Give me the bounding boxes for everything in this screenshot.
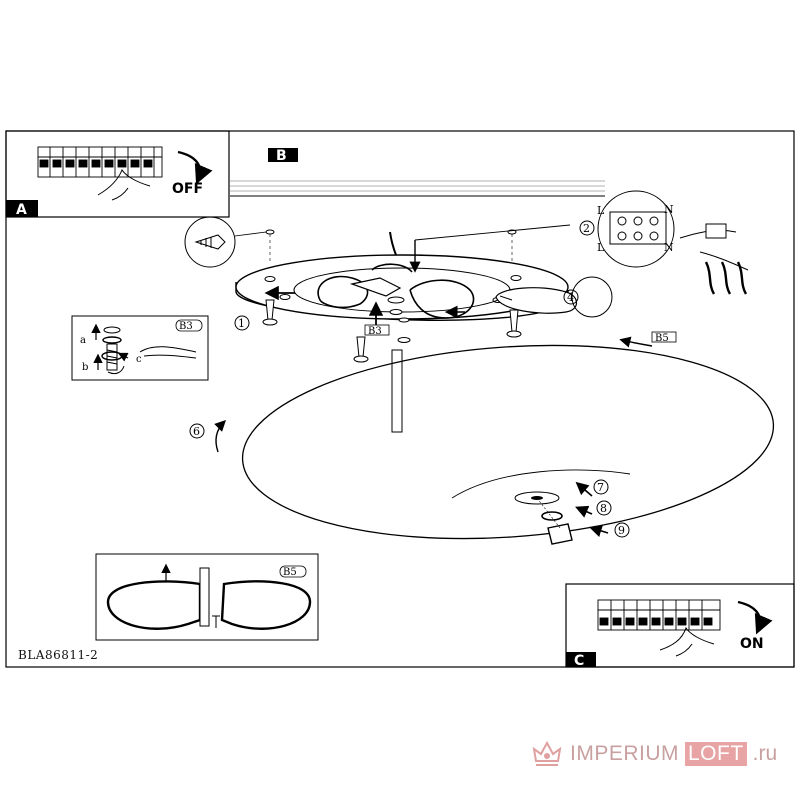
terminal-top-l: L — [597, 204, 605, 217]
b3-label-c: c — [136, 354, 142, 365]
panel-c: C ON — [565, 583, 795, 669]
step-3-ref: B3 — [368, 326, 382, 337]
off-label: OFF — [172, 181, 203, 197]
hand-icon — [97, 168, 151, 201]
watermark-tld: .ru — [752, 742, 778, 765]
breaker-row-on — [597, 599, 721, 631]
step-6: 6 — [193, 425, 200, 438]
step-9: 9 — [618, 524, 625, 537]
terminal-block-callout: L N L N — [597, 190, 749, 295]
on-arrow-icon — [737, 600, 773, 635]
panel-a: A OFF — [5, 130, 230, 218]
b3-label-b: b — [82, 362, 88, 373]
watermark-brand-boxed: LOFT — [685, 742, 747, 766]
step-1: 1 — [238, 317, 245, 330]
on-label: ON — [740, 636, 764, 652]
panel-c-label-box — [566, 652, 596, 667]
b3-label-a: a — [80, 335, 86, 346]
breaker-row-off — [37, 146, 163, 178]
step-markers: 1 2 B3 4 B5 6 — [189, 220, 677, 439]
panel-b-label-box — [268, 148, 298, 162]
detail-b5-ref: B5 — [283, 567, 297, 578]
crown-logo-icon — [532, 740, 562, 766]
terminal-bottom-n: N — [664, 241, 674, 254]
step-8: 8 — [600, 502, 607, 515]
screw-icon — [262, 299, 522, 363]
panel-a-label: A — [16, 202, 27, 218]
model-code: BLA86811-2 — [18, 648, 99, 662]
bulb-icon — [495, 276, 613, 318]
terminal-top-n: N — [664, 203, 674, 216]
step-4: 4 — [567, 291, 574, 304]
terminal-bottom-l: L — [597, 241, 605, 254]
watermark: IMPERIUM LOFT .ru — [530, 736, 777, 772]
base-plate — [235, 254, 569, 321]
detail-b3: B3 a b c — [71, 315, 209, 381]
ceiling-hatch — [230, 180, 605, 197]
panel-b-label: B — [276, 148, 287, 164]
step-7: 7 — [597, 481, 604, 494]
outer-frame — [5, 130, 795, 668]
panel-a-label-box — [6, 200, 38, 217]
wall-plug-callout — [184, 216, 267, 268]
step-5-ref: B5 — [655, 333, 669, 344]
watermark-brand: IMPERIUM — [570, 742, 679, 765]
glass-shade — [241, 344, 775, 545]
detail-b5: B5 — [95, 553, 319, 641]
off-arrow-icon — [177, 150, 213, 185]
hand-icon — [659, 626, 715, 657]
step-2: 2 — [583, 222, 590, 235]
threaded-rod — [391, 349, 403, 433]
panel-c-label: C — [574, 653, 584, 669]
detail-b3-ref: B3 — [179, 321, 193, 332]
